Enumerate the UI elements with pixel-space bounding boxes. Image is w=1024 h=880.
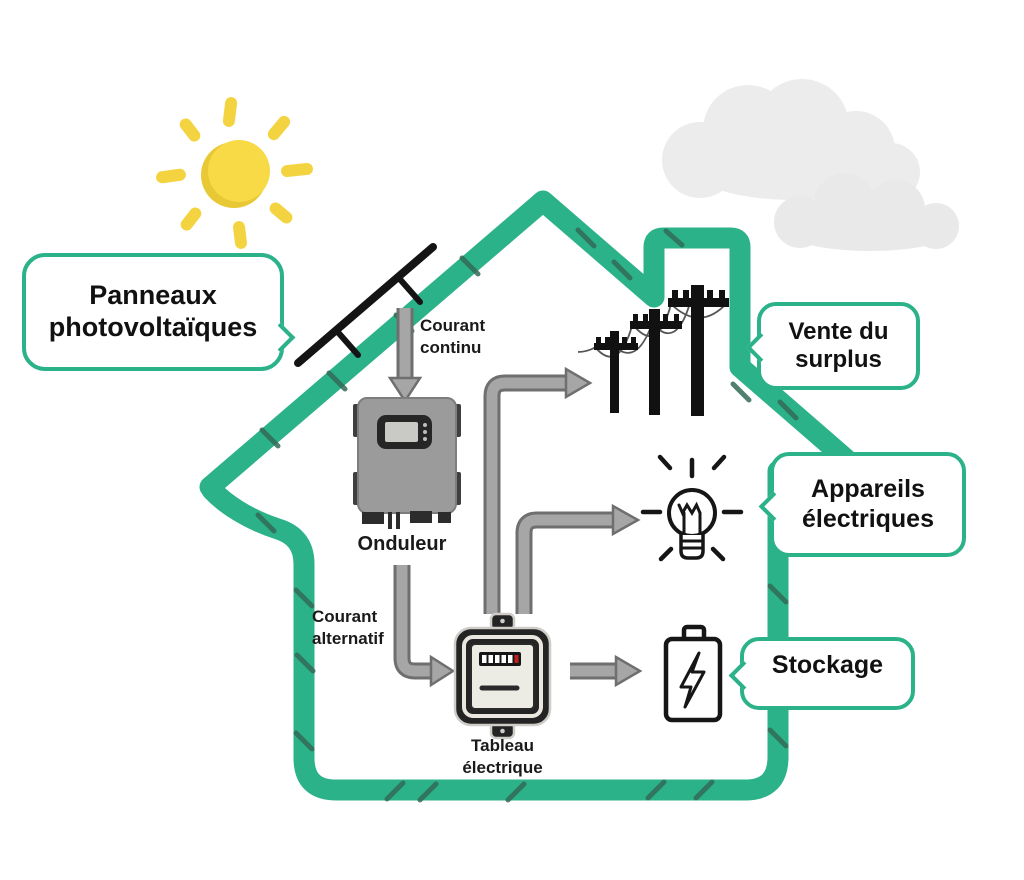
electric-meter-icon xyxy=(453,612,552,740)
storage-callout: Stockage xyxy=(728,637,915,710)
appliances-callout: Appareils électriques xyxy=(758,452,966,557)
house-outline-icon xyxy=(199,190,857,803)
cloud-icon xyxy=(662,79,920,201)
light-bulb-icon xyxy=(640,454,744,562)
cloud-icon xyxy=(774,173,959,251)
power-lines-icon xyxy=(577,285,729,416)
electric-panel-label: Tableau électrique xyxy=(462,736,543,777)
dc-current-label: Courant continu xyxy=(420,316,486,357)
solar-panels-callout-label: Panneaux photovoltaïques xyxy=(48,280,258,342)
surplus-sale-callout-label: Vente du surplus xyxy=(788,317,889,373)
storage-callout-label: Stockage xyxy=(771,651,884,679)
sun-icon xyxy=(156,97,313,249)
flow-arrows xyxy=(387,308,643,688)
flow-arrow-icon xyxy=(393,565,456,688)
solar-panel-icon xyxy=(294,243,437,367)
solar-panels-callout: Panneaux photovoltaïques xyxy=(22,253,296,371)
flow-arrow-icon xyxy=(570,654,643,688)
hatch-marks xyxy=(255,227,799,803)
flow-arrow-icon xyxy=(515,503,641,614)
inverter-icon xyxy=(353,397,461,529)
surplus-sale-callout: Vente du surplus xyxy=(745,302,920,390)
inverter-label: Onduleur xyxy=(357,533,447,555)
flow-arrow-icon xyxy=(387,308,423,404)
battery-icon xyxy=(663,624,723,723)
appliances-callout-label: Appareils électriques xyxy=(801,475,934,533)
flow-arrow-icon xyxy=(483,366,593,614)
ac-current-label: Courant alternatif xyxy=(312,607,384,648)
